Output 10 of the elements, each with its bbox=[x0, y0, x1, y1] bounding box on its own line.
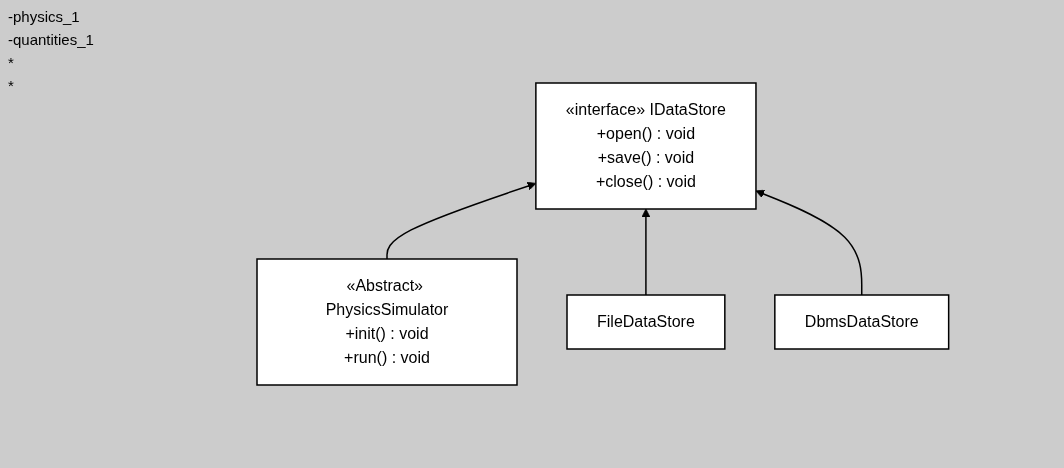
role-label: * bbox=[8, 77, 15, 94]
role-label: * bbox=[8, 54, 15, 71]
arrow bbox=[641, 208, 651, 296]
node-box: DbmsDataStore bbox=[774, 294, 950, 350]
role-label: -physics_1 bbox=[8, 8, 81, 25]
arrow bbox=[386, 181, 537, 260]
node-box: FileDataStore bbox=[566, 294, 726, 350]
node-box: «interface» IDataStore +open() : void +save() : void +close() : void bbox=[535, 82, 757, 210]
role-label: -quantities_1 bbox=[8, 31, 95, 48]
node-box: «Abstract» PhysicsSimulator +init() : void +run() : void bbox=[256, 258, 518, 386]
